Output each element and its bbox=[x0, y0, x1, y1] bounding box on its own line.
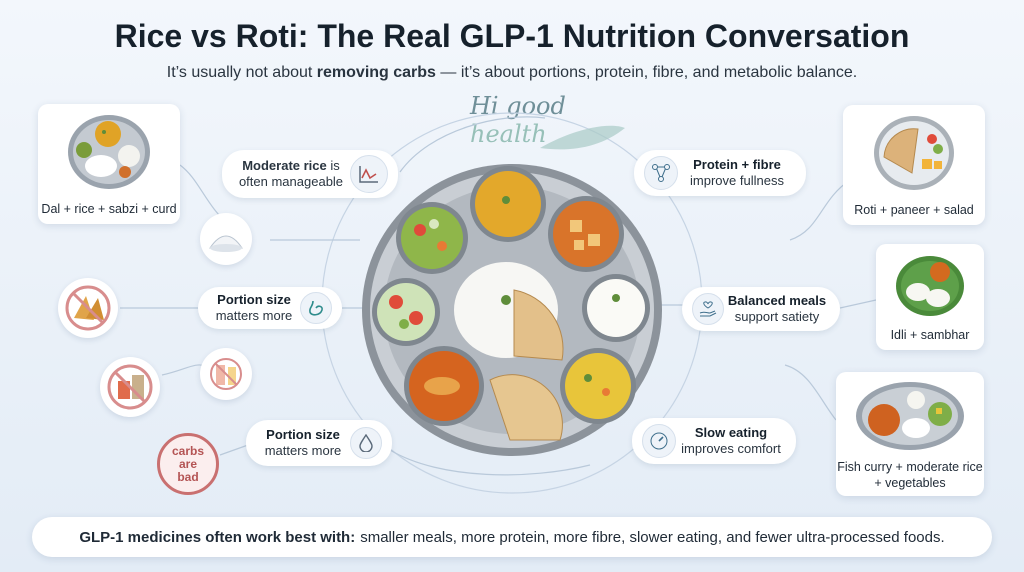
footer-banner: GLP-1 medicines often work best with: sm… bbox=[32, 517, 992, 557]
fish-curry-plate-icon bbox=[856, 382, 964, 450]
fish-curry-bowl bbox=[404, 346, 484, 426]
pill-heading: Protein + fibre bbox=[693, 157, 781, 172]
pill-portion-size-1: Portion size matters more bbox=[198, 287, 342, 329]
salad-bowl-2 bbox=[372, 278, 440, 346]
meal-card-caption: Dal + rice + sabzi + curd bbox=[41, 202, 177, 216]
badge-line-1: carbs bbox=[171, 444, 205, 458]
idli-plate-icon bbox=[896, 256, 964, 316]
pill-heading: Balanced meals bbox=[727, 293, 827, 308]
subtitle-text-2: — it’s about portions, protein, fibre, a… bbox=[435, 64, 858, 81]
carbs-are-bad-badge: carbs are bad bbox=[157, 433, 219, 495]
meal-card-caption: Roti + paneer + salad bbox=[854, 203, 974, 217]
meal-card-fish-curry: Fish curry + moderate rice + vegetables bbox=[836, 372, 984, 496]
poha-bowl bbox=[560, 348, 636, 424]
sugary-drinks-bubble bbox=[200, 348, 252, 400]
rice-pile-icon bbox=[209, 235, 243, 252]
leaf-icon bbox=[540, 125, 625, 150]
brand-logo: Hi good health bbox=[470, 92, 650, 148]
meal-card-caption-line-1: Fish curry + moderate rice bbox=[837, 460, 983, 474]
roti-folded bbox=[489, 374, 563, 441]
pill-slow-eating: Slow eating improves comfort bbox=[632, 418, 796, 464]
page-title: Rice vs Roti: The Real GLP-1 Nutrition C… bbox=[114, 18, 910, 54]
meal-card-dal-rice: Dal + rice + sabzi + curd bbox=[38, 104, 180, 224]
pill-portion-size-2: Portion size matters more bbox=[246, 420, 392, 466]
pill-heading: Portion size bbox=[217, 292, 291, 307]
pill-protein-fibre: Protein + fibre improve fullness bbox=[634, 150, 806, 196]
pill-subtext: matters more bbox=[215, 308, 293, 323]
pill-heading: Portion size bbox=[266, 427, 340, 442]
gauge-icon bbox=[642, 424, 676, 458]
meal-card-caption: Idli + sambhar bbox=[890, 328, 970, 342]
badge-line-2: are bbox=[178, 457, 198, 471]
dal-bowl bbox=[470, 166, 546, 242]
brand-word-2: health bbox=[470, 120, 547, 148]
drop-icon bbox=[350, 427, 382, 459]
no-samosa-bubble bbox=[58, 278, 118, 338]
subtitle-bold: removing carbs bbox=[316, 64, 436, 81]
meal-card-roti-paneer: Roti + paneer + salad bbox=[843, 105, 985, 225]
no-drinks-icon bbox=[210, 358, 242, 390]
pill-subtext: improves comfort bbox=[681, 441, 781, 456]
stomach-icon bbox=[300, 292, 332, 324]
salad-bowl-1 bbox=[396, 202, 468, 274]
rice-pile-bubble bbox=[200, 213, 252, 265]
pill-balanced-meals: Balanced meals support satiety bbox=[682, 287, 840, 331]
thali-plate bbox=[362, 164, 662, 456]
subtitle-text-1: It’s usually not about bbox=[166, 64, 317, 81]
pill-heading: Slow eating bbox=[694, 425, 768, 440]
pill-moderate-rice: Moderate rice is often manageable bbox=[222, 150, 398, 198]
pill-subtext: support satiety bbox=[734, 309, 820, 324]
pill-subtext: improve fullness bbox=[690, 173, 784, 188]
roti-stack bbox=[513, 289, 564, 361]
badge-line-3: bad bbox=[177, 470, 199, 484]
molecule-icon bbox=[644, 156, 678, 190]
footer-text: smaller meals, more protein, more fibre,… bbox=[360, 528, 945, 546]
paneer-bowl bbox=[548, 196, 624, 272]
page-subtitle: It’s usually not about removing carbs — … bbox=[0, 64, 1024, 82]
pill-subtext: often manageable bbox=[238, 174, 344, 189]
no-junk-food-icon bbox=[107, 364, 153, 410]
pill-heading-rest: is bbox=[326, 158, 340, 173]
roti-paneer-plate-icon bbox=[874, 116, 954, 190]
line-chart-icon bbox=[350, 155, 388, 193]
dal-rice-plate-icon bbox=[68, 115, 150, 189]
hand-heart-icon bbox=[692, 293, 724, 325]
footer-bold: GLP-1 medicines often work best with: bbox=[79, 528, 356, 546]
no-samosa-icon bbox=[65, 285, 111, 331]
pill-subtext: matters more bbox=[264, 443, 342, 458]
pill-heading: Moderate rice bbox=[242, 158, 327, 173]
meal-card-idli-sambhar: Idli + sambhar bbox=[876, 244, 984, 350]
no-junk-food-bubble bbox=[100, 357, 160, 417]
curd-bowl bbox=[582, 274, 650, 342]
meal-card-caption-line-2: + vegetables bbox=[874, 476, 946, 490]
